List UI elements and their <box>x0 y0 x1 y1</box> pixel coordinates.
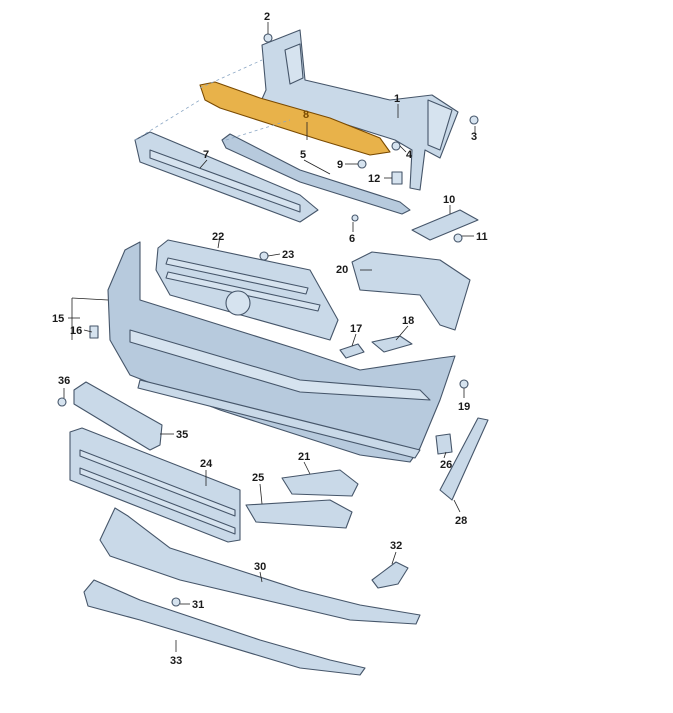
label-part-35: 35 <box>176 429 188 441</box>
label-part-19: 19 <box>458 401 470 413</box>
trim-part-33[interactable] <box>83 579 366 676</box>
label-part-12: 12 <box>368 173 380 185</box>
label-part-7: 7 <box>203 149 209 161</box>
label-part-36: 36 <box>58 375 70 387</box>
sensor-holder-part-17[interactable] <box>339 343 365 359</box>
screw-part-36[interactable] <box>57 397 67 407</box>
label-part-30: 30 <box>254 561 266 573</box>
bracket-part-10[interactable] <box>411 209 479 241</box>
bar-part-5[interactable] <box>221 133 411 215</box>
label-part-2: 2 <box>264 11 270 23</box>
screw-part-9[interactable] <box>357 159 367 169</box>
screw-part-6[interactable] <box>351 214 359 222</box>
nut-part-11[interactable] <box>453 233 463 243</box>
trim-part-25[interactable] <box>245 499 353 529</box>
label-part-21: 21 <box>298 451 310 463</box>
label-part-1: 1 <box>394 93 400 105</box>
label-part-17: 17 <box>350 323 362 335</box>
screw-part-31[interactable] <box>171 597 181 607</box>
part-labels: 2 1 3 4 5 6 7 8 9 10 11 12 15 16 17 18 1… <box>52 11 488 667</box>
label-part-3: 3 <box>471 131 477 143</box>
bumper-cover-part-15[interactable] <box>107 241 456 463</box>
impact-absorber-part-7[interactable] <box>134 131 319 223</box>
highlighted-absorber-part-8[interactable] <box>199 81 391 156</box>
leader-lines <box>63 22 476 652</box>
label-part-22: 22 <box>212 231 224 243</box>
clip-part-12[interactable] <box>391 171 403 185</box>
label-part-6: 6 <box>349 233 355 245</box>
label-part-4: 4 <box>406 149 413 161</box>
label-part-25: 25 <box>252 472 264 484</box>
label-part-24: 24 <box>200 458 213 470</box>
sensor-holder-part-18[interactable] <box>371 335 413 353</box>
license-plate-bracket-part-35[interactable] <box>73 381 163 451</box>
label-part-8: 8 <box>303 109 309 121</box>
label-part-28: 28 <box>455 515 467 527</box>
lower-grille-part-24[interactable] <box>69 427 241 543</box>
projection-lines <box>134 59 291 141</box>
label-part-26: 26 <box>440 459 452 471</box>
label-part-9: 9 <box>337 159 343 171</box>
label-part-18: 18 <box>402 315 414 327</box>
part-26[interactable] <box>435 433 453 455</box>
radiator-grille-part-22[interactable] <box>155 239 339 341</box>
label-part-23: 23 <box>282 249 294 261</box>
screw-part-2[interactable] <box>263 33 273 43</box>
part-32[interactable] <box>371 561 409 589</box>
nut-part-4[interactable] <box>391 141 401 151</box>
spoiler-part-30[interactable] <box>99 507 421 625</box>
fog-light-part-21[interactable] <box>281 469 359 497</box>
label-part-20: 20 <box>336 264 348 276</box>
screw-part-19[interactable] <box>459 379 469 389</box>
screw-part-3[interactable] <box>469 115 479 125</box>
side-trim-part-28[interactable] <box>439 417 489 501</box>
label-part-31: 31 <box>192 599 204 611</box>
label-part-10: 10 <box>443 194 455 206</box>
bracket-part-20[interactable] <box>351 251 471 331</box>
label-part-33: 33 <box>170 655 182 667</box>
part-16[interactable] <box>89 325 99 339</box>
screw-part-23[interactable] <box>259 251 269 261</box>
label-part-16: 16 <box>70 325 82 337</box>
label-part-11: 11 <box>476 231 488 243</box>
label-part-15: 15 <box>52 313 64 325</box>
label-part-5: 5 <box>300 149 306 161</box>
label-part-32: 32 <box>390 540 402 552</box>
